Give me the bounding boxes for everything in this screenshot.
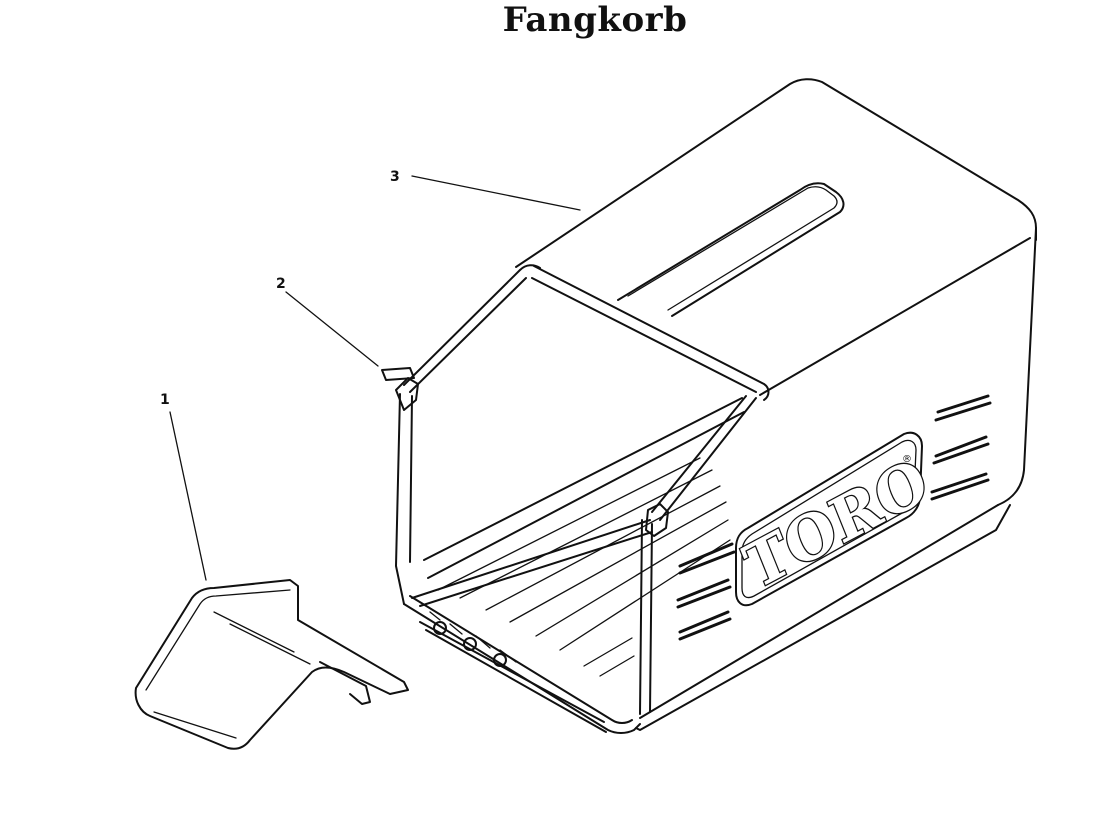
bag-floor <box>411 397 745 733</box>
callout-1: 1 <box>160 392 207 581</box>
callout-2: 2 <box>276 276 379 367</box>
callout-2-number: 2 <box>276 276 286 292</box>
callout-3-number: 3 <box>390 169 400 185</box>
callout-3: 3 <box>390 169 581 211</box>
registered-mark: ® <box>902 454 912 465</box>
part-1-deflector <box>134 579 409 750</box>
part-3-grass-bag <box>515 78 1037 731</box>
callout-1-number: 1 <box>160 392 170 408</box>
part-2-frame <box>381 264 770 734</box>
